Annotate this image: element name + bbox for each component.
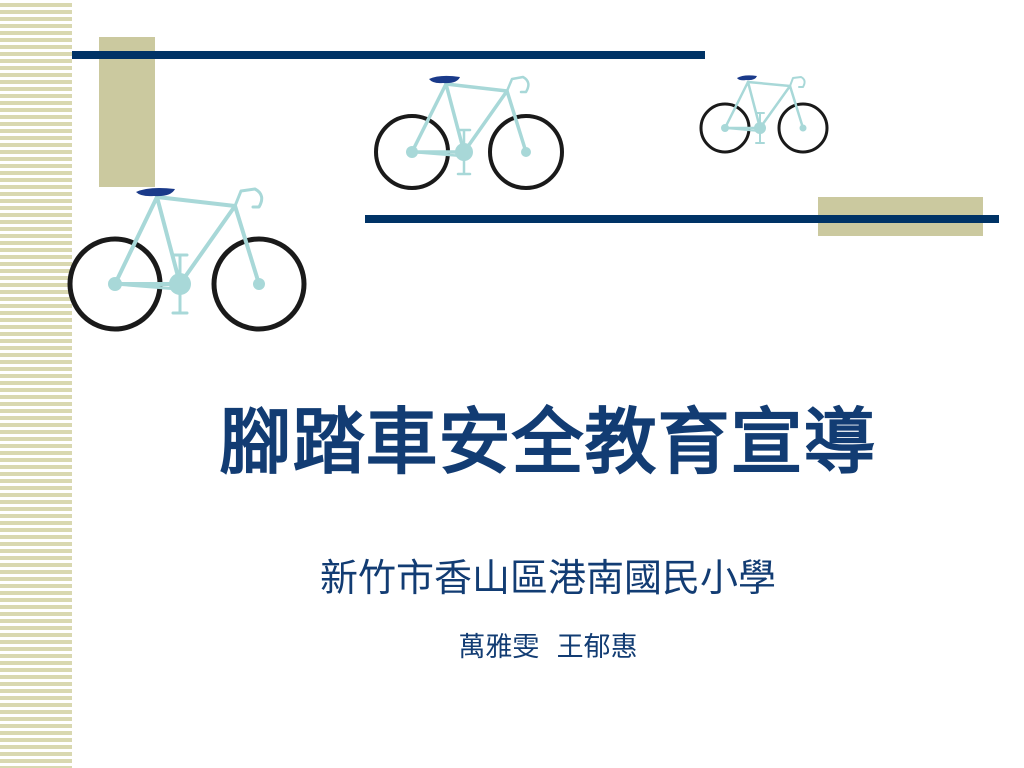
slide-subtitle: 新竹市香山區港南國民小學 (319, 556, 776, 600)
bicycle-icon (374, 75, 564, 190)
decorative-navy-line (72, 51, 705, 59)
bicycle-icon (699, 75, 829, 154)
slide-authors: 萬雅雯 王郁惠 (458, 632, 638, 663)
decorative-navy-line (365, 215, 999, 223)
slide-title: 腳踏車安全教育宣導 (219, 399, 877, 484)
bicycle-icon (67, 187, 307, 332)
decorative-olive-block (99, 37, 155, 187)
decorative-stripe-band (0, 0, 72, 768)
